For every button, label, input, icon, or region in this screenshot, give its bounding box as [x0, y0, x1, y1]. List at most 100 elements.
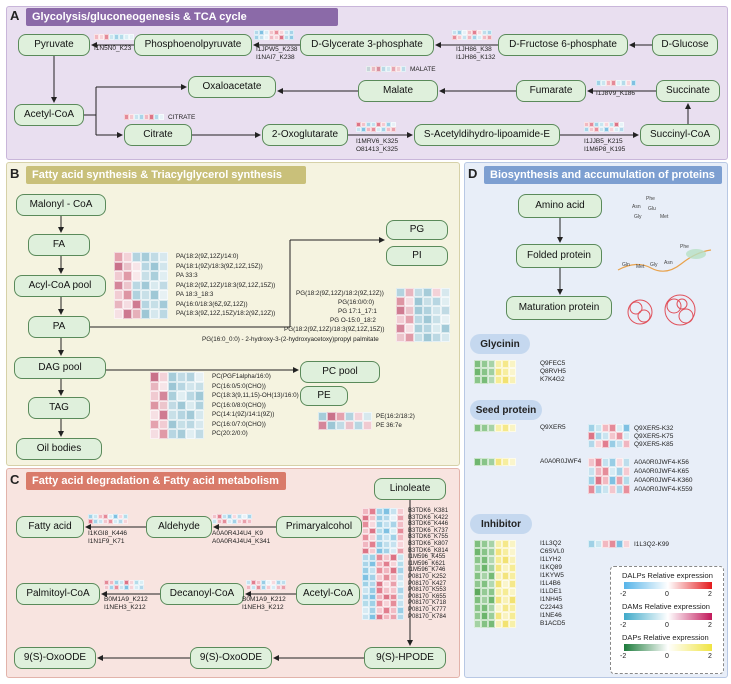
seed-label-left-1: Q9XER5: [540, 424, 566, 431]
b3tdk6-label-15: P08170_K777: [408, 607, 447, 613]
label-b0m1a9-left: B0M1A9_K212: [104, 596, 148, 603]
heatmap-pc: [150, 372, 204, 439]
pa-label-0: PA(18:2(9Z,12Z)/14:0): [176, 253, 239, 260]
heatmap-i1mrv6: [356, 122, 396, 132]
node-malate: Malate: [358, 80, 438, 102]
folded-chain-icon: [617, 249, 712, 272]
pc-label-1: PC(16:0/5:0(CHO)): [212, 382, 266, 390]
heatmap-b0m1a9-left: [104, 580, 144, 590]
b3tdk6-label-9: I1M596_K746: [408, 567, 446, 574]
pe-label-0: PE(16:2/18:2): [376, 413, 415, 420]
node-aldehyde: Aldehyde: [146, 516, 212, 538]
amino-label-4: Met: [660, 214, 669, 220]
legend-dalps-tick-mid: 0: [665, 591, 669, 598]
b3tdk6-label-6: B3TDK6_K814: [408, 547, 449, 554]
seed-right-label-0: Q9XER5-K32: [634, 425, 674, 432]
node-dag-pool: DAG pool: [14, 357, 106, 379]
label-i1neh3-right: I1NEH3_K212: [242, 604, 284, 611]
panel-b-title: Fatty acid synthesis & Triacylglycerol s…: [26, 166, 306, 184]
amino-label-0: Phe: [646, 196, 655, 202]
panel-c-letter: C: [10, 472, 20, 487]
heatmap-i1jh86: [452, 30, 492, 40]
b3tdk6-label-2: B3TDK6_K446: [408, 521, 449, 528]
pg-label-0: PG(18:2(9Z,12Z)/18:2(9Z,12Z)): [296, 290, 384, 297]
label-i1jh86-k132: I1JH86_K132: [456, 54, 496, 61]
legend-dalps-gradient: [624, 582, 712, 589]
node-malonyl-coa: Malonyl - CoA: [16, 194, 106, 216]
node-palmitoyl-coa: Palmitoyl-CoA: [16, 583, 100, 605]
node-maturation-protein: Maturation protein: [506, 296, 612, 320]
node-folded-protein: Folded protein: [516, 244, 602, 268]
pa-label-2: PA 33:3: [176, 272, 198, 279]
legend-dalps-tick-max: 2: [708, 591, 712, 598]
node-succinyl-coa: Succinyl-CoA: [640, 124, 720, 146]
legend-dalps-tick-min: -2: [620, 591, 627, 598]
heatmap-inhibitor-right: [588, 540, 630, 548]
legend-daps-tick-mid: 0: [665, 653, 669, 660]
amino-label-3: Gly: [634, 214, 642, 220]
node-linoleate: Linoleate: [374, 478, 446, 500]
node-succinate: Succinate: [656, 80, 720, 102]
node-tag: TAG: [28, 397, 90, 419]
label-i1jh86-k38: I1JH86_K38: [456, 46, 492, 53]
section-seed-protein: Seed protein: [470, 400, 542, 420]
label-i1j8v9: I1J8V9_K186: [596, 90, 636, 97]
panel-d-letter: D: [468, 166, 478, 181]
b3tdk6-label-8: I1M596_K621: [408, 560, 446, 567]
panel-d-title: Biosynthesis and accumulation of protein…: [484, 166, 722, 184]
heatmap-i1kgi8: [88, 514, 128, 524]
label-i1jjb5: I1JJB5_K215: [584, 138, 623, 145]
glycinin-label-2: K7K4G2: [540, 376, 565, 383]
pa-label-5: PA(16:0/18:3(6Z,9Z,12Z)): [176, 300, 248, 308]
pg-label-3: PG O-15:0_18:2: [330, 317, 376, 324]
node-pe: PE: [300, 386, 348, 406]
b3tdk6-label-4: B3TDK6_K755: [408, 534, 449, 541]
node-acetyl-coa-c: Acetyl-CoA: [296, 583, 360, 605]
label-i1jpw5: I1JPW5_K238: [256, 46, 298, 53]
legend-dams-label: DAMs Relative expression: [622, 602, 710, 611]
b3tdk6-label-5: B3TDK6_K807: [408, 541, 449, 547]
node-pi: PI: [386, 246, 448, 266]
pg-label-1: PG(16:0/0:0): [338, 299, 375, 306]
inhibitor-label-6: I1LDE1: [540, 588, 562, 595]
pc-label-3: PC(16:0/8:0(CHO)): [212, 401, 266, 409]
label-i1m6p8: I1M6P8_K195: [584, 146, 626, 153]
section-inhibitor: Inhibitor: [470, 514, 532, 534]
heatmap-pg: [396, 288, 450, 342]
node-acyl-coa-pool: Acyl-CoA pool: [14, 275, 106, 297]
inhibitor-label-10: B1ACD5: [540, 620, 566, 627]
pg-label-4: PG(18:2(9Z,12Z)/18:3(9Z,12Z,15Z)): [284, 326, 385, 333]
pa-label-6: PA(18:3(9Z,12Z,15Z)/18:2(9Z,12Z)): [176, 310, 276, 317]
label-b0m1a9-right: B0M1A9_K212: [242, 596, 286, 603]
heatmap-seed-left-1: [474, 424, 516, 432]
heatmap-malate: [366, 66, 406, 72]
seed-right-label-2: Q9XER5-K85: [634, 441, 674, 448]
inhibitor-label-3: I1KQ89: [540, 564, 563, 571]
inhibitor-label-5: I1L4B6: [540, 580, 561, 587]
node-oil-bodies: Oil bodies: [16, 438, 102, 460]
seed-right2-label-2: A0A0R0JWF4-K360: [634, 477, 693, 484]
node-oxaloacetate: Oxaloacetate: [188, 76, 276, 98]
glycinin-label-1: Q8RVH5: [540, 368, 566, 375]
legend-daps-label: DAPs Relative expression: [622, 633, 709, 642]
node-9s-hpode: 9(S)-HPODE: [364, 647, 446, 669]
heatmap-pa: [114, 252, 168, 319]
b3tdk6-label-13: P08170_K655: [408, 593, 447, 600]
heatmap-i1jjb5: [584, 122, 624, 132]
inhibitor-right-label: I1L3Q2-K99: [634, 541, 670, 548]
b3tdk6-label-10: P08170_K252: [408, 574, 447, 580]
heatmap-i1j8v9: [596, 80, 636, 86]
chain-label-4: Phe: [680, 244, 689, 250]
chain-label-3: Asn: [664, 260, 673, 266]
pa-label-4: PA 18:3_18:3: [176, 291, 214, 298]
label-i1neh3-left: I1NEH3_K212: [104, 604, 146, 611]
node-fa: FA: [28, 234, 90, 256]
node-pc-pool: PC pool: [300, 361, 380, 383]
node-fatty-acid: Fatty acid: [16, 516, 84, 538]
node-9s-oxoode-left: 9(S)-OxoODE: [14, 647, 96, 669]
inhibitor-label-0: I1L3Q2: [540, 540, 562, 547]
chain-label-0: Gln: [622, 262, 630, 268]
pg-label-5: PG(16:0_0:0) - 2-hydroxy-3-(2-hydroxyace…: [202, 336, 379, 343]
b3tdk6-label-12: P08170_K553: [408, 587, 447, 594]
panel-c-title: Fatty acid degradation & Fatty acid meta…: [26, 472, 286, 490]
